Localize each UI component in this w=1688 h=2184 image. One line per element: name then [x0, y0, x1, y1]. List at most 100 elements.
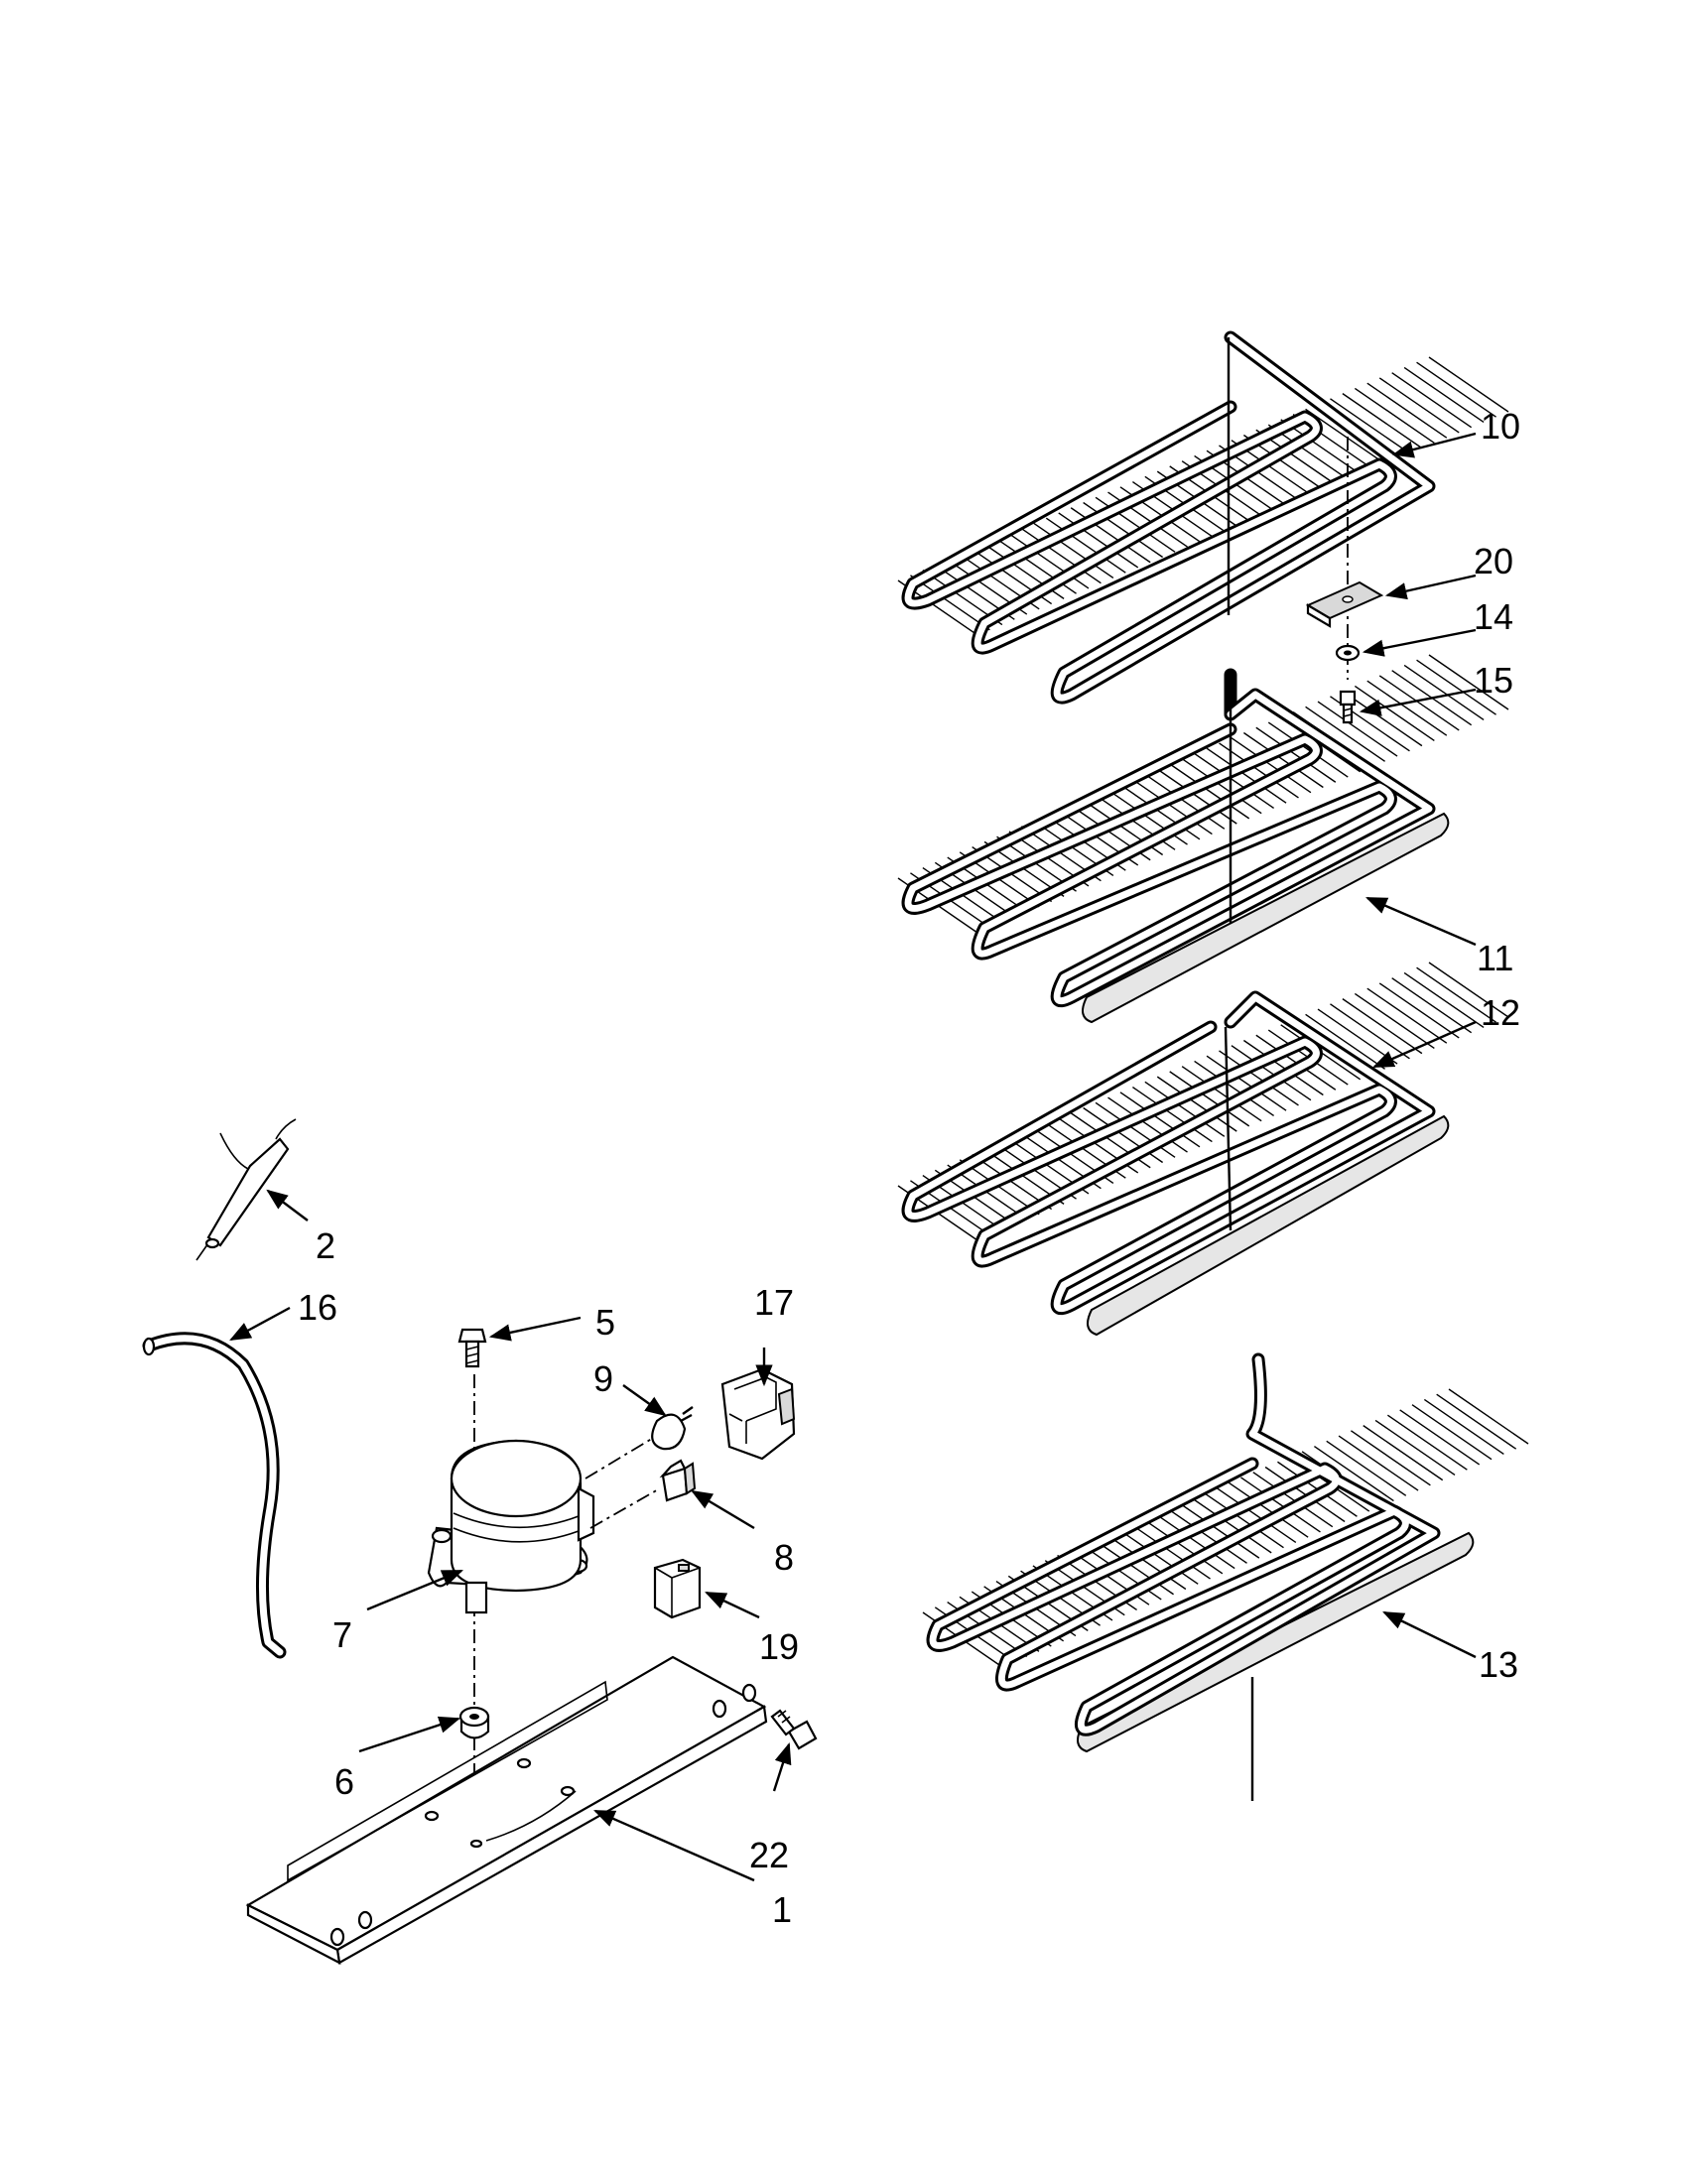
- mounting-hardware: [1305, 437, 1384, 724]
- coil-fin: [1354, 992, 1435, 1049]
- coil-fin: [1374, 1419, 1456, 1476]
- coil-fin: [1423, 1398, 1504, 1456]
- callout-6: 6: [334, 1761, 354, 1802]
- coil-fin: [1033, 522, 1114, 579]
- coil-fin: [1131, 779, 1213, 835]
- coil-fin: [1428, 356, 1509, 413]
- evaporator-coil-top: [897, 330, 1509, 705]
- coil-fin: [1231, 737, 1312, 794]
- coil-fin: [1399, 1409, 1481, 1466]
- callout-11: 11: [1477, 938, 1513, 978]
- coil-fin: [1181, 758, 1262, 815]
- coil-fin: [1240, 1477, 1321, 1533]
- coil-fin: [1350, 1430, 1431, 1486]
- coil-fin: [1317, 1008, 1398, 1065]
- coil-fin: [1008, 533, 1090, 589]
- coil-fin: [1448, 1388, 1529, 1445]
- coil-fin: [1070, 507, 1151, 564]
- coil-fin: [1338, 1435, 1419, 1491]
- coil-fin: [1216, 1486, 1297, 1543]
- compressor: [427, 1439, 595, 1614]
- coil-fin: [1194, 1060, 1275, 1116]
- coil-fin: [1428, 962, 1509, 1018]
- coil-fin: [1305, 408, 1385, 464]
- coil-fin: [1144, 1081, 1226, 1137]
- coil-fin: [1354, 685, 1435, 741]
- coil-fin: [1416, 966, 1496, 1023]
- coil-fin: [1231, 1045, 1312, 1101]
- coil-fin: [1378, 982, 1460, 1039]
- coil-fin: [1391, 977, 1473, 1034]
- coil-fin: [1117, 1528, 1199, 1585]
- callout-10: 10: [1481, 406, 1520, 447]
- coil-fin: [1119, 1092, 1201, 1148]
- coil-fin: [1156, 1076, 1237, 1132]
- coil-fin: [1403, 971, 1485, 1029]
- callout-17: 17: [754, 1282, 794, 1323]
- callout-5: 5: [595, 1302, 615, 1343]
- callout-22: 22: [749, 1835, 789, 1875]
- coil-fin: [1169, 763, 1250, 820]
- coil-fin: [1378, 377, 1460, 434]
- coil-fin: [1191, 1497, 1272, 1554]
- drain-tubing: [142, 1332, 287, 1659]
- coil-fin: [1154, 1513, 1235, 1570]
- coil-fin: [1242, 1039, 1324, 1096]
- callout-1: 1: [772, 1889, 792, 1930]
- coil-fin: [1181, 1066, 1262, 1122]
- leader-arrows: [229, 432, 1477, 1882]
- coil-fin: [1436, 1393, 1517, 1450]
- coil-fin: [1219, 742, 1299, 799]
- callout-labels: 10 20 14 15 11 12 13 2 16 5 9 17 8 19 7 …: [298, 406, 1520, 1930]
- coil-fin: [1131, 1087, 1213, 1143]
- coil-fin: [1403, 664, 1485, 721]
- callout-15: 15: [1474, 660, 1513, 701]
- callout-13: 13: [1479, 1644, 1518, 1685]
- callout-19: 19: [759, 1626, 799, 1667]
- coil-fin: [1130, 1523, 1211, 1580]
- coil-fin: [1363, 1425, 1444, 1481]
- coil-fin: [1144, 773, 1226, 830]
- coil-fin: [1228, 1481, 1309, 1538]
- coil-fin: [1354, 387, 1435, 444]
- coil-fin: [1204, 1492, 1284, 1549]
- coil-fin: [1021, 528, 1102, 584]
- callout-16: 16: [298, 1287, 337, 1328]
- start-relay: [659, 1459, 697, 1502]
- coil-fin: [1142, 1518, 1224, 1575]
- coil-fin: [1378, 675, 1460, 731]
- coil-fin: [1305, 706, 1385, 762]
- coil-fin: [1105, 1533, 1187, 1591]
- evaporator-coil-lower-middle: [897, 962, 1509, 1337]
- coil-fin: [1428, 654, 1509, 710]
- compressor-base-plate: [245, 1655, 768, 1965]
- evaporator-coil-bottom: [922, 1352, 1529, 1801]
- coil-fin: [1045, 517, 1126, 574]
- coil-fin: [1326, 1440, 1407, 1496]
- run-capacitor: [653, 1558, 702, 1619]
- coil-fin: [1330, 1003, 1410, 1060]
- compressor-grommet: [458, 1706, 490, 1739]
- coil-fin: [1194, 752, 1275, 809]
- coil-fin: [1342, 998, 1423, 1055]
- coil-fin: [1391, 372, 1473, 429]
- callout-14: 14: [1474, 596, 1513, 637]
- compressor-bolt: [457, 1328, 487, 1368]
- coil-fin: [1403, 366, 1485, 424]
- coil-fin: [1219, 1050, 1299, 1106]
- callout-7: 7: [332, 1614, 352, 1655]
- coil-fin: [1305, 1013, 1385, 1070]
- coil-fin: [1255, 726, 1337, 783]
- coil-fin: [1267, 721, 1349, 778]
- coil-fin: [1169, 1071, 1250, 1127]
- coil-fin: [1242, 731, 1324, 789]
- coil-fin: [1411, 1404, 1493, 1461]
- coil-fin: [1366, 987, 1448, 1044]
- coil-fin: [1206, 747, 1287, 804]
- evaporator-coil-upper-middle: [897, 654, 1509, 1024]
- coil-fin: [1107, 1096, 1188, 1153]
- coil-fin: [1252, 1472, 1334, 1528]
- coil-fin: [1179, 1502, 1260, 1559]
- terminal-cover: [720, 1367, 796, 1461]
